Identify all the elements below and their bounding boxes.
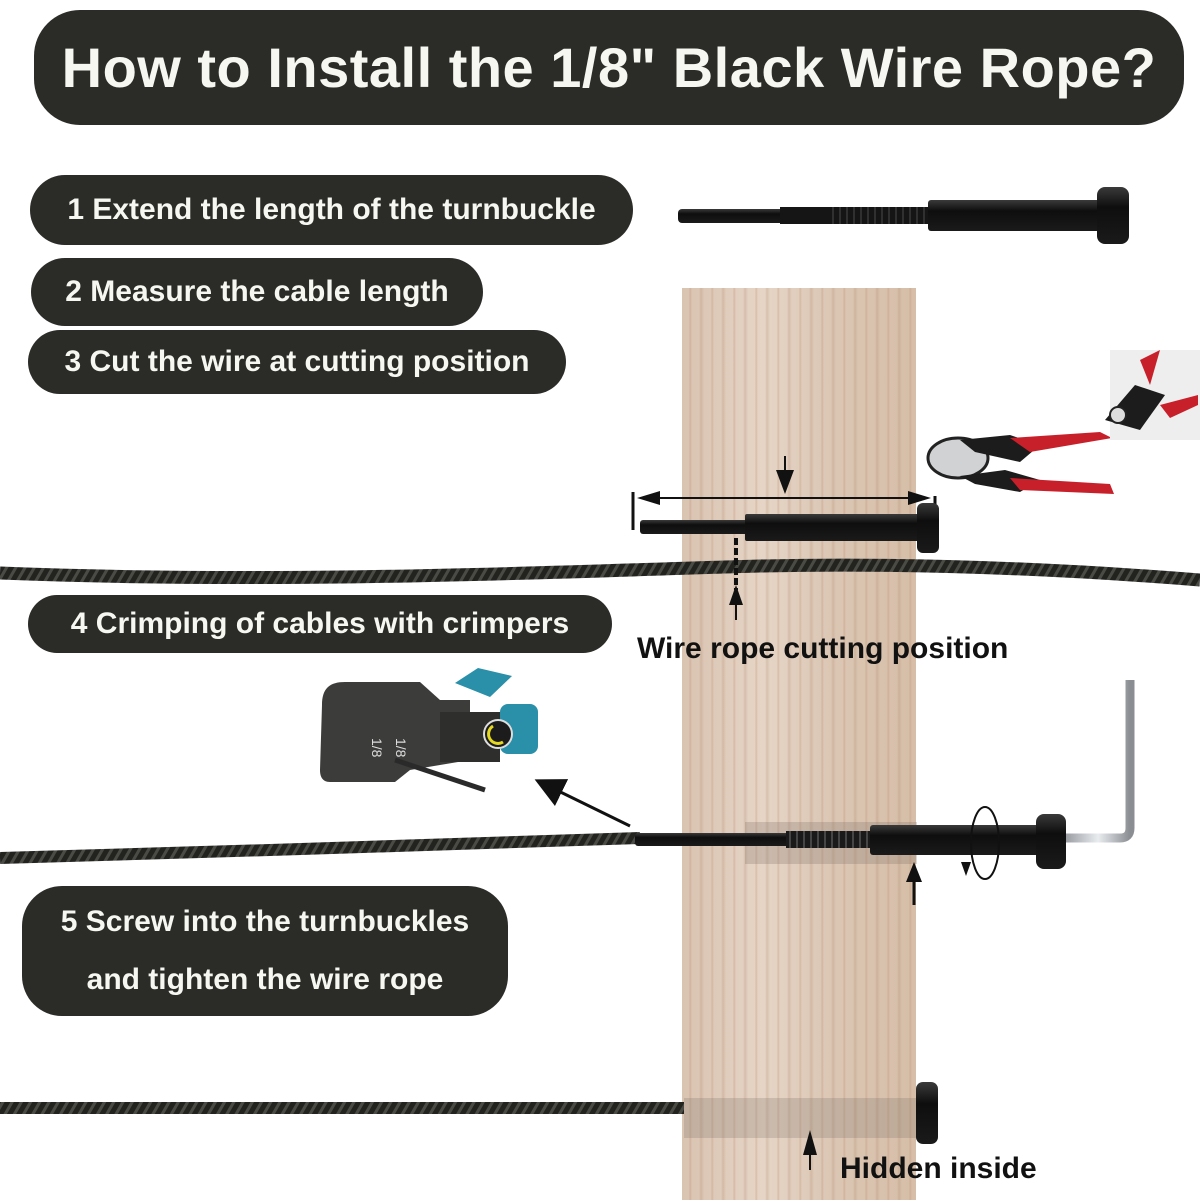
hex-key-icon bbox=[1066, 680, 1135, 843]
hidden-arrow-icon bbox=[803, 1130, 817, 1170]
step-2-label: 2 Measure the cable length bbox=[31, 258, 483, 326]
step-4-label: 4 Crimping of cables with crimpers bbox=[28, 595, 612, 653]
rotate-arrow-icon bbox=[961, 806, 1000, 880]
insert-arrow-icon bbox=[906, 862, 922, 905]
crimp-arrow-icon bbox=[534, 779, 631, 828]
turnbuckle-installed-icon bbox=[635, 814, 1066, 869]
step-5-label: 5 Screw into the turnbuckles and tighten… bbox=[22, 886, 508, 1016]
turnbuckle-extended-icon bbox=[678, 187, 1129, 244]
cutting-position-label: Wire rope cutting position bbox=[637, 632, 1009, 665]
crimper-tool-icon: 1/8 1/8 bbox=[320, 668, 538, 793]
cutting-position-marker-icon bbox=[729, 538, 743, 620]
svg-text:1/8: 1/8 bbox=[369, 738, 385, 758]
measure-arrow-icon bbox=[631, 456, 937, 530]
wire-rope-upper bbox=[0, 558, 1200, 587]
turnbuckle-measured-icon bbox=[640, 503, 939, 553]
hidden-turnbuckle-shadow bbox=[684, 1098, 916, 1138]
step-5-line-2: and tighten the wire rope bbox=[86, 963, 444, 996]
hidden-inside-label: Hidden inside bbox=[840, 1152, 1037, 1185]
turnbuckle-cap-icon bbox=[916, 1082, 938, 1144]
step-5-line-1: 5 Screw into the turnbuckles bbox=[60, 905, 470, 938]
wire-rope-middle bbox=[0, 832, 641, 864]
svg-text:1/8: 1/8 bbox=[393, 738, 409, 758]
step-1-label: 1 Extend the length of the turnbuckle bbox=[30, 175, 633, 245]
cable-cutter-icon bbox=[926, 350, 1200, 494]
wooden-post bbox=[682, 288, 916, 1200]
page-title: How to Install the 1/8" Black Wire Rope? bbox=[34, 10, 1184, 125]
step-3-label: 3 Cut the wire at cutting position bbox=[28, 330, 566, 394]
